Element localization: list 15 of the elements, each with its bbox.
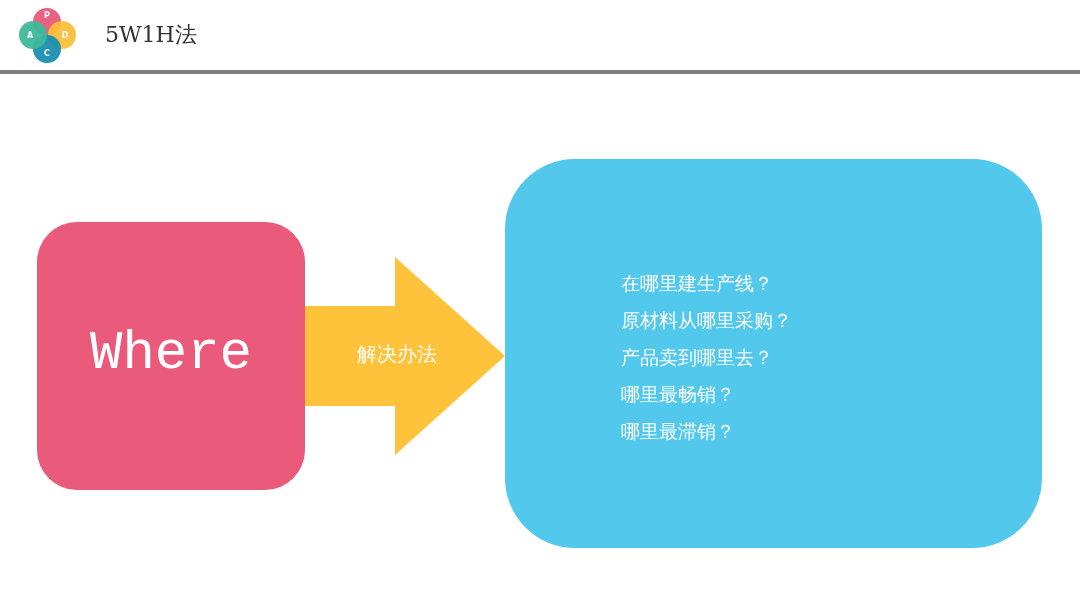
question-text: 在哪里建生产线？ xyxy=(621,271,773,296)
title: 5W1H法 xyxy=(105,21,197,49)
keyword-box xyxy=(37,222,305,490)
edge-label: 解决办法 xyxy=(357,341,437,367)
cycle-letter: C xyxy=(44,49,50,58)
question-text: 哪里最滞销？ xyxy=(621,419,735,444)
block-arrow xyxy=(305,257,505,455)
question-text: 哪里最畅销？ xyxy=(621,382,735,407)
keyword-text: Where xyxy=(89,322,253,386)
cycle-letter: P xyxy=(44,11,50,20)
cycle-letter: A xyxy=(26,31,34,40)
cycle-letter: D xyxy=(61,31,69,40)
question-text: 产品卖到哪里去？ xyxy=(621,345,773,370)
question-box xyxy=(505,159,1042,548)
question-text: 原材料从哪里采购？ xyxy=(621,308,792,333)
